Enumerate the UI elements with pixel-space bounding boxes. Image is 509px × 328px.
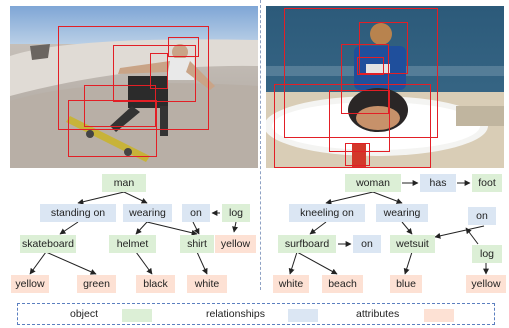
bbox-woman (284, 8, 438, 138)
edge-man-wearing (123, 191, 148, 204)
edge-skateboard-green (45, 251, 97, 275)
node-green: green (77, 275, 116, 293)
node-man: man (102, 174, 146, 192)
node-on: on (182, 204, 210, 222)
node-white: white (187, 275, 227, 293)
skatepark-scene (10, 6, 258, 168)
bbox-shirt (113, 45, 196, 102)
node-wearing-right: wearing (376, 204, 428, 222)
edge-wearing-helmet (135, 221, 148, 235)
bbox-arm (150, 53, 168, 89)
node-helmet: helmet (109, 235, 156, 253)
edge-shirt-white (196, 251, 208, 275)
edge-on-wetsuit (434, 225, 485, 239)
node-woman: woman (345, 174, 401, 192)
panel-divider (260, 0, 261, 290)
node-yellow-left: yellow (215, 235, 256, 253)
edge-standing-on-skateboard (59, 221, 79, 235)
bbox-skateboard (68, 100, 157, 157)
node-foot: foot (472, 174, 502, 192)
node-log: log (222, 204, 250, 222)
node-blue: blue (390, 275, 422, 293)
edge-on-beach (296, 251, 338, 275)
edge-woman-kneeling-on (325, 191, 374, 205)
node-on-upper: on (468, 207, 496, 225)
legend-attributes-swatch (424, 309, 454, 322)
legend: object relationships attributes (17, 303, 495, 325)
legend-relationships-label: relationships (206, 308, 265, 320)
bbox-helmet (168, 37, 199, 57)
bbox-wetsuit (341, 44, 389, 114)
edge-on-shirt (192, 221, 200, 235)
edge-surfboard-white (288, 251, 298, 275)
bbox-bottom (329, 90, 390, 152)
legend-relationships-swatch (288, 309, 318, 322)
bbox-foot (345, 143, 370, 166)
edge-wearing-shirt (146, 221, 198, 236)
skateboard-photo (10, 6, 258, 168)
edge-man-standing-on (77, 191, 125, 205)
node-beach: beach (322, 275, 363, 293)
edge-log-yellow (232, 221, 239, 233)
node-kneeling-on: kneeling on (289, 204, 365, 222)
node-black: black (136, 275, 175, 293)
node-wetsuit: wetsuit (390, 235, 435, 253)
node-has: has (420, 174, 456, 192)
surfboard-photo (266, 6, 504, 168)
node-surfboard: surfboard (278, 235, 336, 253)
edge-skateboard-yellow (29, 251, 47, 275)
bbox-leg (84, 85, 156, 127)
node-skateboard: skateboard (20, 235, 76, 253)
edge-log-on-right (465, 227, 479, 245)
edge-kneeling-on-surfboard (309, 221, 327, 235)
bbox-back-patch (357, 57, 384, 75)
node-wearing: wearing (123, 204, 172, 222)
node-log-right: log (472, 245, 502, 263)
legend-object-swatch (122, 309, 152, 322)
node-standing-on: standing on (40, 204, 116, 222)
edge-woman-wearing (372, 191, 403, 204)
edge-helmet-black (135, 251, 153, 275)
beach-scene (266, 6, 504, 168)
edge-wearing-wetsuit (401, 221, 413, 235)
node-white-right: white (273, 275, 309, 293)
edge-wetsuit-blue (403, 251, 413, 275)
bbox-man (58, 26, 209, 130)
node-shirt: shirt (180, 235, 214, 253)
legend-attributes-label: attributes (356, 308, 400, 320)
node-yellow-right: yellow (466, 275, 506, 293)
bbox-surfboard (274, 84, 431, 168)
node-on-lower: on (353, 235, 381, 253)
node-yellow-attr: yellow (11, 275, 49, 293)
legend-object-label: object (70, 308, 99, 320)
